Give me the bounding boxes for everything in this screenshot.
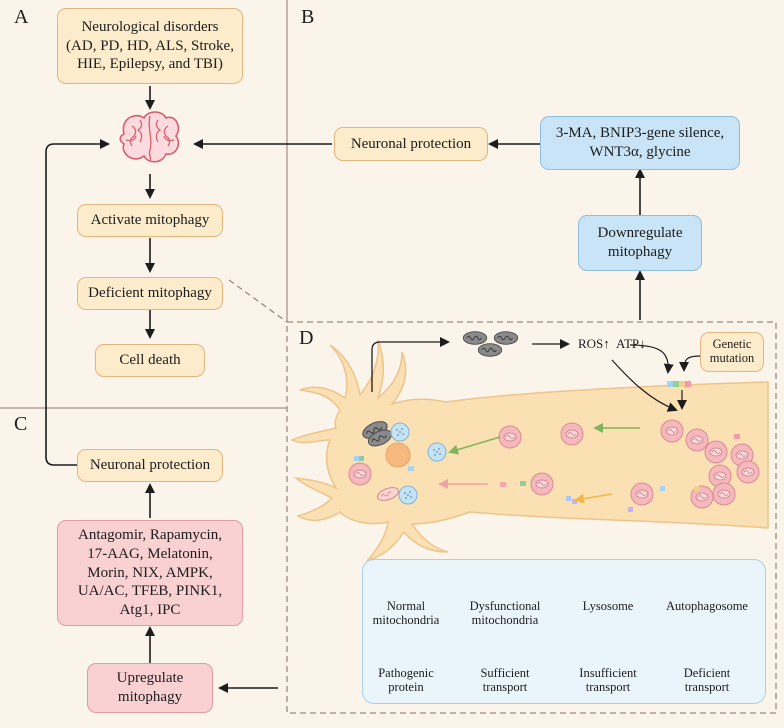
legend-normal-mitochondria: Normal mitochondria (346, 599, 466, 627)
legend-lysosome: Lysosome (582, 599, 634, 613)
legend-sufficient-line-2: transport (482, 680, 528, 694)
legend-deficient-transport: Deficient transport (647, 666, 767, 694)
legend-pathogenic-line-2: protein (388, 680, 424, 694)
upregulate-line-2: mitophagy (117, 689, 183, 705)
atp-label: ATP↓ (616, 336, 646, 351)
inhibitors-line-2: WNT3α, glycine (589, 144, 691, 160)
neuronal-protection-box-c: Neuronal protection (77, 449, 223, 482)
upregulate-mitophagy-box: Upregulate mitophagy (87, 663, 213, 713)
legend-deficient-line-1: Deficient (683, 666, 731, 680)
activators-line-4: UA/AC, TFEB, PINK1, (77, 583, 223, 600)
activators-line-2: 17-AAG, Melatonin, (87, 545, 213, 562)
cell-death-box: Cell death (95, 344, 205, 377)
deficient-mitophagy-box: Deficient mitophagy (77, 277, 223, 310)
activate-mitophagy-box: Activate mitophagy (77, 204, 223, 237)
legend-insufficient-transport: Insufficient transport (548, 666, 668, 694)
legend-pathogenic-protein: Pathogenic protein (346, 666, 466, 694)
downregulate-line-2: mitophagy (607, 244, 673, 260)
legend-autophagosome: Autophagosome (666, 599, 748, 613)
inhibitors-box: 3-MA, BNIP3-gene silence, WNT3α, glycine (540, 116, 740, 170)
activators-line-3: Morin, NIX, AMPK, (87, 564, 213, 581)
activate-mitophagy-label: Activate mitophagy (90, 212, 210, 229)
legend-normal-line-1: Normal (386, 599, 426, 613)
brain-icon (119, 111, 180, 163)
genetic-line-1: Genetic (712, 337, 752, 352)
genetic-mutation-box: Genetic mutation (700, 332, 764, 372)
neuronal-protection-label-c: Neuronal protection (89, 457, 211, 474)
upregulate-line-1: Upregulate (116, 670, 184, 687)
inhibitors-line-1: 3-MA, BNIP3-gene silence, (555, 125, 725, 142)
neuronal-protection-label-b: Neuronal protection (350, 135, 472, 152)
legend-dysfunctional-line-2: mitochondria (471, 613, 539, 627)
disorders-line-2: (AD, PD, HD, ALS, Stroke, (66, 37, 234, 54)
legend-dysfunctional-line-1: Dysfunctional (469, 599, 541, 613)
ros-label: ROS↑ (578, 336, 610, 351)
cell-death-label: Cell death (119, 352, 181, 369)
legend-insufficient-line-2: transport (585, 680, 631, 694)
panel-label-b: B (301, 6, 315, 28)
genetic-line-2: mutation (709, 351, 755, 365)
downregulate-line-1: Downregulate (597, 225, 683, 242)
activators-box: Antagomir, Rapamycin, 17-AAG, Melatonin,… (57, 520, 243, 626)
panel-label-a: A (14, 6, 29, 28)
legend-normal-line-2: mitochondria (372, 613, 440, 627)
disorders-line-1: Neurological disorders (81, 18, 219, 35)
legend-sufficient-transport: Sufficient transport (445, 666, 565, 694)
downregulate-mitophagy-box: Downregulate mitophagy (578, 215, 702, 271)
activators-line-5: Atg1, IPC (119, 602, 181, 619)
deficient-mitophagy-label: Deficient mitophagy (88, 285, 212, 302)
legend-insufficient-line-1: Insufficient (579, 666, 637, 680)
legend-sufficient-line-1: Sufficient (480, 666, 530, 680)
legend-box (362, 559, 766, 704)
activators-line-1: Antagomir, Rapamycin, (78, 527, 222, 544)
neurological-disorders-box: Neurological disorders (AD, PD, HD, ALS,… (57, 8, 243, 84)
legend-deficient-line-2: transport (684, 680, 730, 694)
disorders-line-3: HIE, Epilepsy, and TBI) (77, 56, 223, 73)
panel-label-c: C (14, 413, 28, 435)
neuron-illustration (290, 331, 769, 562)
legend-dysfunctional-mitochondria: Dysfunctional mitochondria (445, 599, 565, 627)
panel-label-d: D (299, 327, 314, 349)
legend-pathogenic-line-1: Pathogenic (378, 666, 434, 680)
neuronal-protection-box-b: Neuronal protection (334, 127, 488, 161)
